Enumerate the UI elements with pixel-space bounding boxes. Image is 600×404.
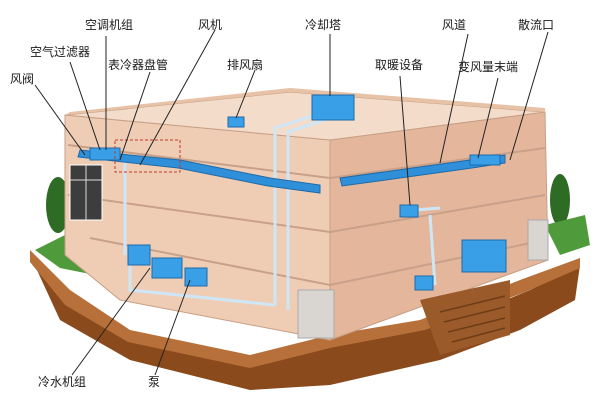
label-cooling-tower: 冷却塔 xyxy=(305,18,342,32)
stone-corner xyxy=(297,289,335,339)
water-pipes xyxy=(123,113,441,310)
equipment xyxy=(89,94,507,291)
air-handler-unit xyxy=(89,147,121,161)
ground-edge xyxy=(30,250,580,368)
door-frame xyxy=(70,165,102,220)
label-air-filter: 空气过滤器 xyxy=(30,45,91,59)
label-diffuser: 散流口 xyxy=(518,18,555,32)
label-pump: 泵 xyxy=(148,375,161,389)
label-fan: 风机 xyxy=(198,18,223,32)
pump-unit xyxy=(184,267,208,287)
label-cooling-coil: 表冷器盘管 xyxy=(108,58,169,72)
label-ac-unit: 空调机组 xyxy=(85,18,134,32)
label-damper: 风阀 xyxy=(10,72,35,86)
label-air-duct: 风道 xyxy=(442,18,467,32)
basement-unit xyxy=(461,239,507,273)
stone-corner-right xyxy=(527,219,549,261)
coil-highlight xyxy=(114,139,181,173)
label-exhaust-fan: 排风扇 xyxy=(227,58,264,72)
heating-unit xyxy=(399,204,419,218)
chiller-unit-b xyxy=(151,257,183,279)
label-vav-terminal: 变风量末端 xyxy=(458,60,519,74)
vav-box xyxy=(469,154,501,166)
roof-parapet xyxy=(65,88,545,115)
exhaust-fan-unit xyxy=(227,116,245,128)
chiller-unit-a xyxy=(127,244,151,266)
right-tree xyxy=(550,174,570,226)
right-lawn xyxy=(545,215,590,255)
label-heating-equipment: 取暖设备 xyxy=(375,58,424,72)
label-chiller: 冷水机组 xyxy=(38,375,87,389)
ducts xyxy=(77,149,506,194)
left-tree xyxy=(46,177,70,233)
basement-pump xyxy=(414,275,434,291)
cooling-tower-unit xyxy=(311,94,355,121)
basement-steps xyxy=(439,295,506,343)
ground-soil xyxy=(30,255,580,390)
leader-lines xyxy=(34,29,549,376)
